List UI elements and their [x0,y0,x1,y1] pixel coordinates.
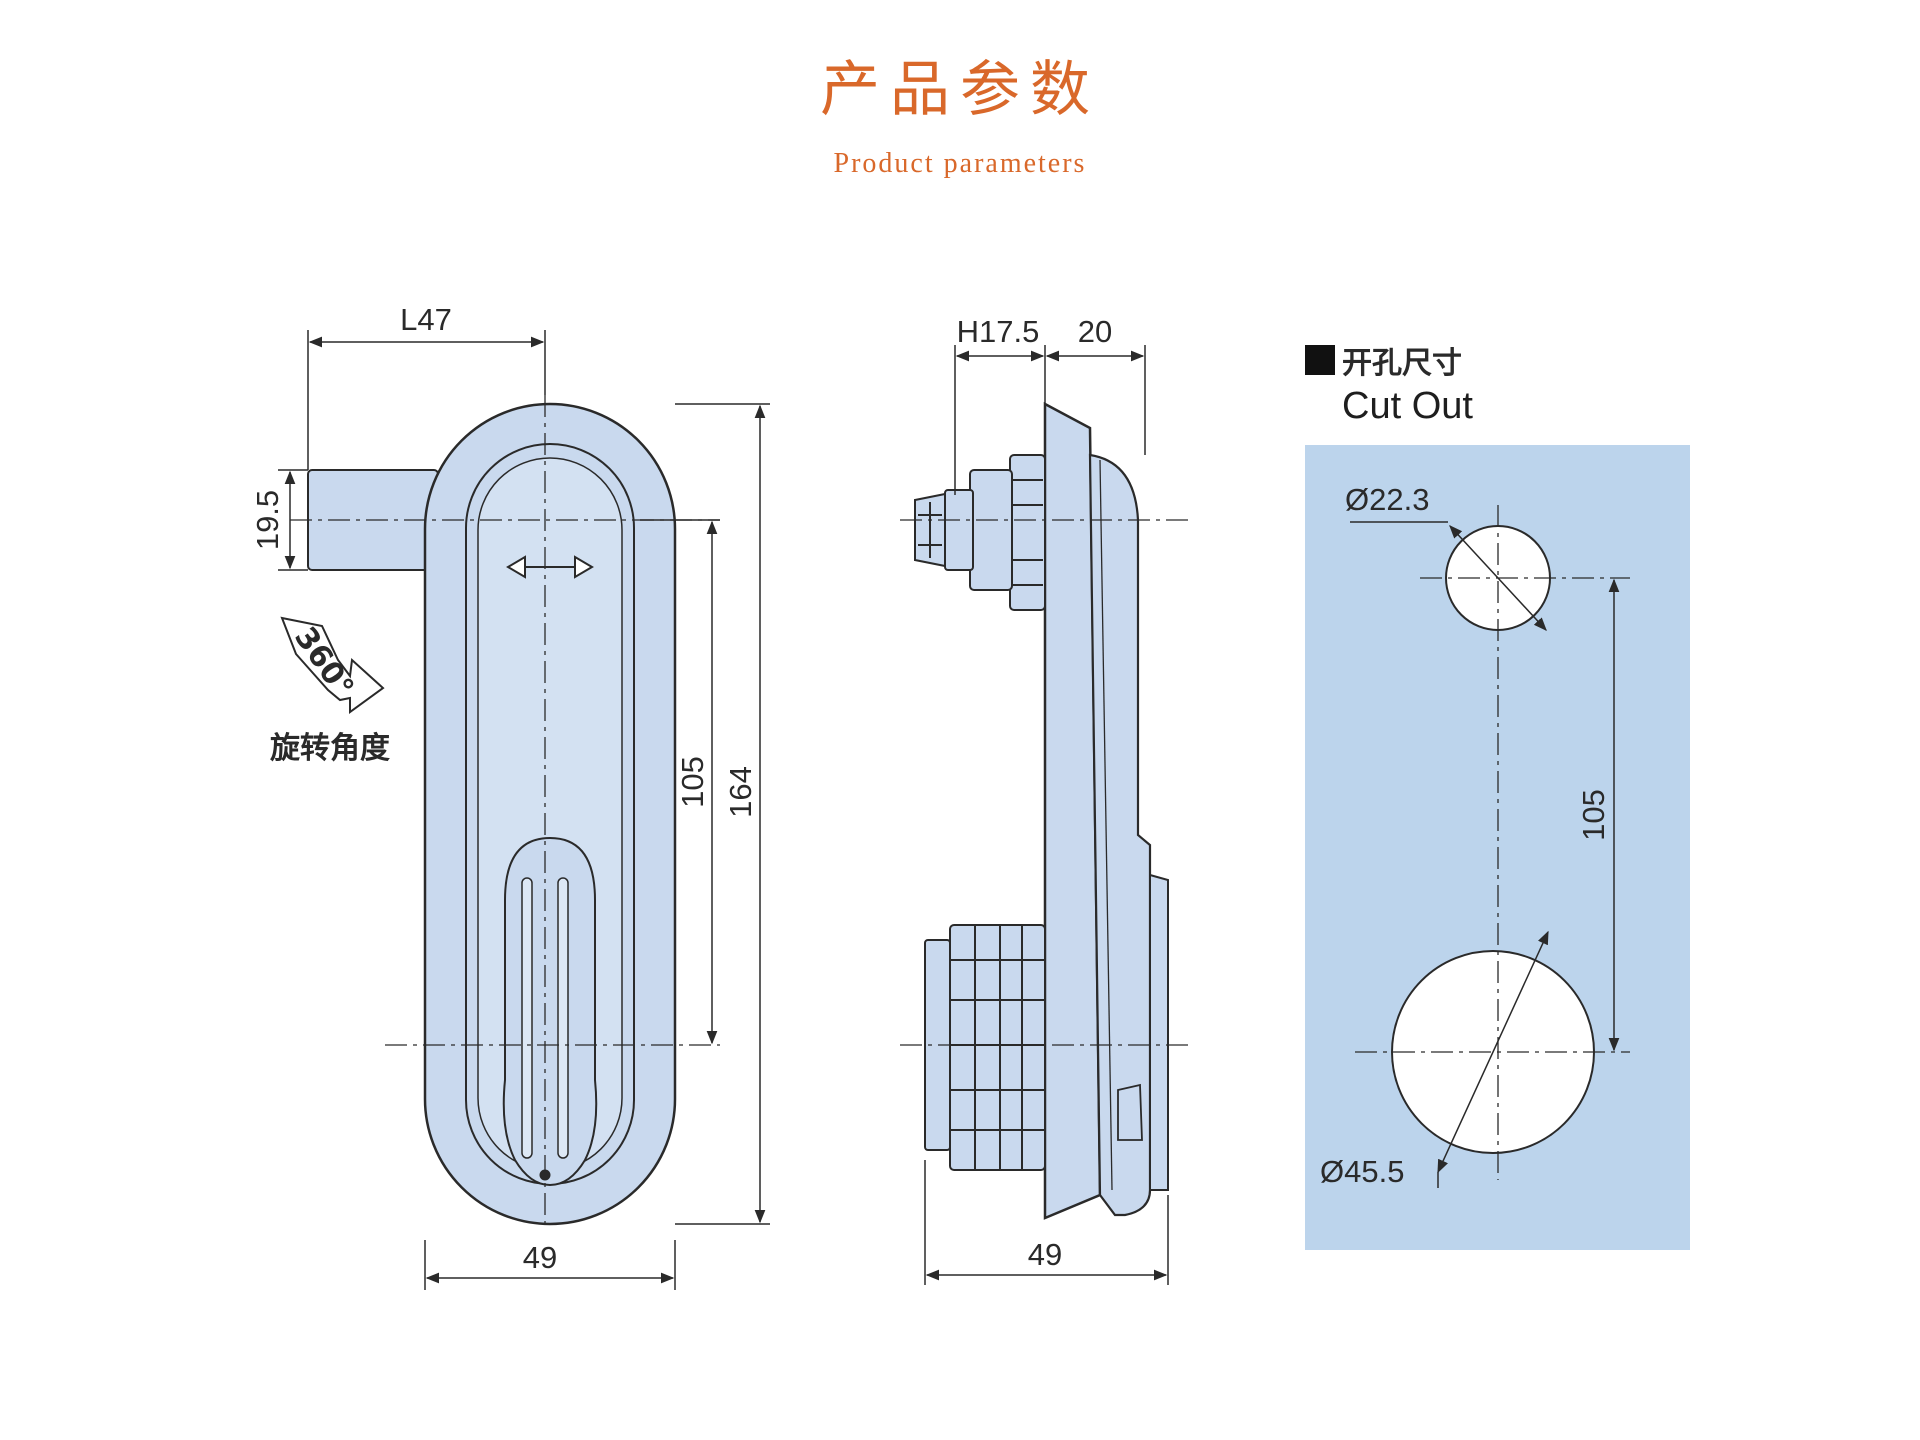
rotation-badge: 360° [287,621,360,705]
rotate-arrow-icon [280,616,385,714]
front-lever-slot-right [557,877,569,1159]
front-dim-width: 49 [523,1240,557,1275]
side-view [900,345,1190,1285]
direction-arrow-icon [506,555,594,579]
cutout-dimensions [1350,521,1620,1188]
cutout-title-en: Cut Out [1342,385,1473,427]
side-dim-width: 49 [1028,1237,1062,1272]
side-cylinder [914,454,1046,611]
side-lower-flange [1149,873,1169,1191]
side-bottom-nut [924,924,1046,1171]
rotation-indicator: 360° 旋转角度 [270,616,390,766]
front-dim-height-offset: 19.5 [250,490,285,550]
side-dim-h: H17.5 [957,314,1040,349]
side-dim-thickness: 20 [1078,314,1112,349]
front-lever-slot-left [521,877,533,1159]
front-lever [502,836,598,1187]
page-subtitle: Product parameters [833,148,1087,179]
cutout-section: 开孔尺寸 Cut Out Ø22.3 105 Ø45.5 [1305,345,1690,1250]
front-dimensions [278,330,770,1290]
side-bottom-clip [1117,1083,1143,1141]
side-centerlines [900,519,1190,1046]
side-dimensions [924,345,1169,1285]
front-dim-length: L47 [400,302,452,337]
cutout-dim-large-hole: Ø45.5 [1320,1154,1404,1189]
front-view [278,330,770,1290]
page-header: 产品参数 Product parameters [0,60,1920,180]
cutout-title-marker [1305,345,1335,375]
front-dim-total-height: 164 [723,766,758,818]
front-dim-center-distance: 105 [675,756,710,808]
side-handle-profile [1088,453,1152,1217]
rotation-label: 旋转角度 [270,731,390,766]
page-title: 产品参数 [820,55,1100,125]
cutout-title-cn: 开孔尺寸 [1342,346,1462,381]
cutout-dim-small-hole: Ø22.3 [1345,482,1429,517]
cutout-dim-center-distance: 105 [1576,789,1611,841]
